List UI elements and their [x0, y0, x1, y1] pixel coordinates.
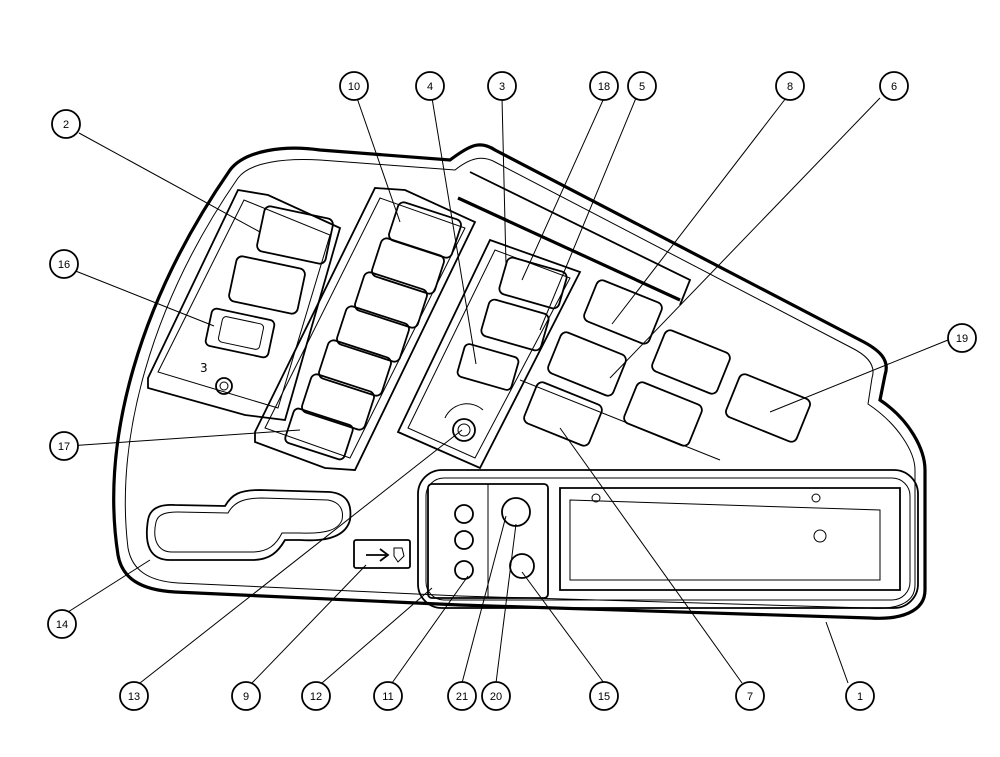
callout-9: 9 [231, 681, 261, 711]
leader-line-10 [356, 97, 401, 223]
arrow-label-decal [353, 539, 411, 569]
callout-label: 8 [787, 81, 793, 93]
callout-label: 10 [348, 81, 360, 93]
callout-20: 20 [481, 681, 511, 711]
callout-circle [735, 681, 765, 711]
leader-lines [67, 97, 949, 684]
callout-3: 3 [487, 71, 517, 101]
leader-line-9 [251, 564, 367, 684]
callout-circle [49, 431, 79, 461]
callout-label: 14 [56, 619, 68, 631]
callout-label: 18 [598, 81, 610, 93]
callout-4: 4 [415, 71, 445, 101]
callout-label: 19 [956, 333, 968, 345]
svg-text:3: 3 [200, 361, 208, 375]
callout-circle [301, 681, 331, 711]
callout-label: 11 [382, 691, 393, 703]
leader-line-12 [321, 587, 433, 684]
middle-switch-column [254, 187, 477, 471]
callout-label: 16 [58, 259, 70, 271]
leader-line-14 [67, 559, 151, 613]
leader-line-6 [609, 97, 881, 379]
leader-line-4 [431, 97, 477, 365]
callout-label: 13 [128, 691, 140, 703]
console-body [112, 143, 927, 620]
leader-line-3 [501, 97, 507, 266]
leader-line-7 [559, 427, 743, 684]
leader-line-15 [521, 571, 605, 684]
callout-label: 17 [58, 441, 70, 453]
callout-circle [339, 71, 369, 101]
callout-circle [415, 71, 445, 101]
callout-circle [447, 681, 477, 711]
callout-19: 19 [947, 323, 977, 353]
leader-line-19 [769, 339, 949, 413]
callout-2: 2 [51, 109, 81, 139]
callout-circle [627, 71, 657, 101]
callout-15: 15 [589, 681, 619, 711]
leader-line-11 [391, 575, 469, 684]
leader-line-21 [461, 515, 507, 684]
lower-tray [417, 469, 919, 609]
leader-line-5 [539, 97, 637, 331]
callout-5: 5 [627, 71, 657, 101]
lower-left-recess [146, 489, 352, 561]
callout-circle [231, 681, 261, 711]
callout-circle [51, 109, 81, 139]
leader-line-17 [67, 429, 301, 447]
callout-label: 5 [639, 81, 645, 93]
leader-line-20 [495, 523, 517, 684]
callout-12: 12 [301, 681, 331, 711]
leader-line-16 [67, 267, 215, 327]
callout-11: 11 [373, 681, 403, 711]
callout-10: 10 [339, 71, 369, 101]
callout-circle [49, 249, 79, 279]
callout-label: 3 [499, 81, 505, 93]
callout-label: 1 [857, 691, 863, 703]
callout-circle [119, 681, 149, 711]
left-switch-bank: 3 [147, 189, 342, 421]
callout-7: 7 [735, 681, 765, 711]
leader-line-13 [139, 429, 463, 684]
callout-label: 6 [891, 81, 897, 93]
callout-14: 14 [47, 609, 77, 639]
callout-16: 16 [49, 249, 79, 279]
callout-label: 4 [427, 81, 433, 93]
callout-circle [373, 681, 403, 711]
callout-18: 18 [589, 71, 619, 101]
callout-circle [879, 71, 909, 101]
callout-label: 9 [243, 691, 249, 703]
leader-line-2 [78, 132, 261, 233]
callout-17: 17 [49, 431, 79, 461]
leader-line-1 [825, 621, 849, 684]
callout-label: 2 [63, 119, 69, 131]
callout-label: 21 [456, 691, 468, 703]
callout-circle [589, 71, 619, 101]
callout-21: 21 [447, 681, 477, 711]
callout-8: 8 [775, 71, 805, 101]
callout-circle [775, 71, 805, 101]
callout-13: 13 [119, 681, 149, 711]
leader-line-18 [521, 97, 605, 281]
callout-label: 20 [490, 691, 502, 703]
callout-circle [845, 681, 875, 711]
callout-circle [947, 323, 977, 353]
right-switch-grid [457, 171, 811, 461]
callout-circle [481, 681, 511, 711]
callout-1: 1 [845, 681, 875, 711]
callout-label: 12 [310, 691, 322, 703]
callout-circle [47, 609, 77, 639]
callout-label: 15 [598, 691, 610, 703]
center-switch-bank [396, 238, 582, 470]
callout-circle [589, 681, 619, 711]
callout-label: 7 [747, 691, 753, 703]
leader-line-8 [611, 97, 787, 325]
callout-6: 6 [879, 71, 909, 101]
callout-circle [487, 71, 517, 101]
